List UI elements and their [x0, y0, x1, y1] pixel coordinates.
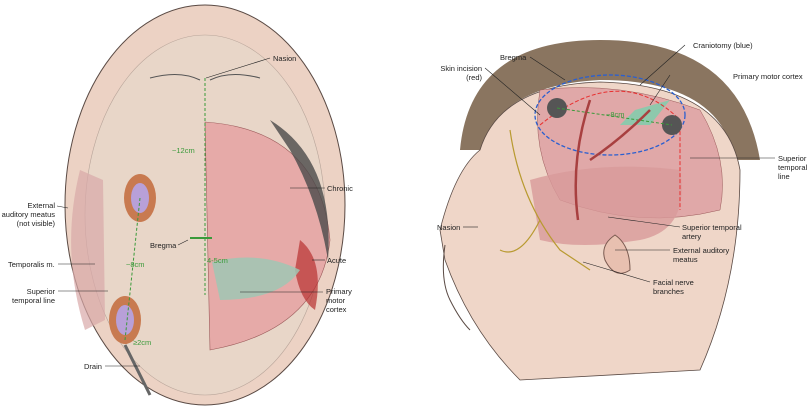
label-text: (red) [466, 73, 482, 82]
label-text: External auditory meatus [1, 201, 55, 219]
chronic-hematoma [270, 120, 329, 260]
label-skin-incision: Skin incision(red) [420, 64, 482, 82]
label-superior-temporal-line-right: Superior temporal line [778, 154, 808, 181]
temporalis-muscle [71, 170, 105, 330]
ear [603, 234, 631, 274]
label-text: (not visible) [16, 219, 55, 228]
label-superior-temporal-artery: Superior temporal artery [682, 223, 742, 241]
motor-cortex [212, 257, 300, 300]
label-chronic: Chronic [327, 184, 353, 193]
label-text: Skin incision [440, 64, 482, 73]
label-facial-nerve-branches: Facial nerve branches [653, 278, 694, 296]
label-acute: Acute [327, 256, 347, 265]
top-view-head [64, 4, 346, 406]
label-drain: Drain [84, 362, 102, 371]
temporalis-lateral [530, 166, 682, 245]
label-craniotomy: Craniotomy (blue) [693, 41, 753, 50]
artery [574, 99, 651, 221]
label-temporalis: Temporalis m. [8, 260, 55, 269]
lateral-head [439, 40, 760, 381]
label-external-auditory-meatus-right: External auditory meatus [673, 246, 730, 264]
label-primary-motor-cortex-right: Primary motor cortex [733, 72, 803, 81]
label-4-5cm: 4-5cm [207, 256, 228, 265]
label-12cm: ~12cm [172, 146, 195, 155]
leader-lines-right [463, 44, 775, 283]
label-bregma-right: Bregma [500, 53, 527, 62]
label-8cm-left: ~8cm [126, 260, 145, 269]
label-external-auditory-meatus-left: External auditory meatus(not visible) [0, 201, 55, 228]
label-primary-motor-cortex-left: Primary motor cortex [326, 287, 352, 314]
label-nasion-right: Nasion [437, 223, 461, 232]
craniotomy-outline [534, 74, 686, 156]
leader-lines-left [56, 57, 325, 367]
label-superior-temporal-line-left: Superior temporal line [12, 287, 55, 305]
label-2cm: ≥2cm [133, 338, 152, 347]
acute-hematoma [295, 240, 318, 310]
label-8cm-right: ~8cm [606, 110, 625, 119]
label-nasion-left: Nasion [273, 54, 297, 63]
label-bregma-left: Bregma [150, 241, 177, 250]
facial-nerve [499, 129, 591, 271]
